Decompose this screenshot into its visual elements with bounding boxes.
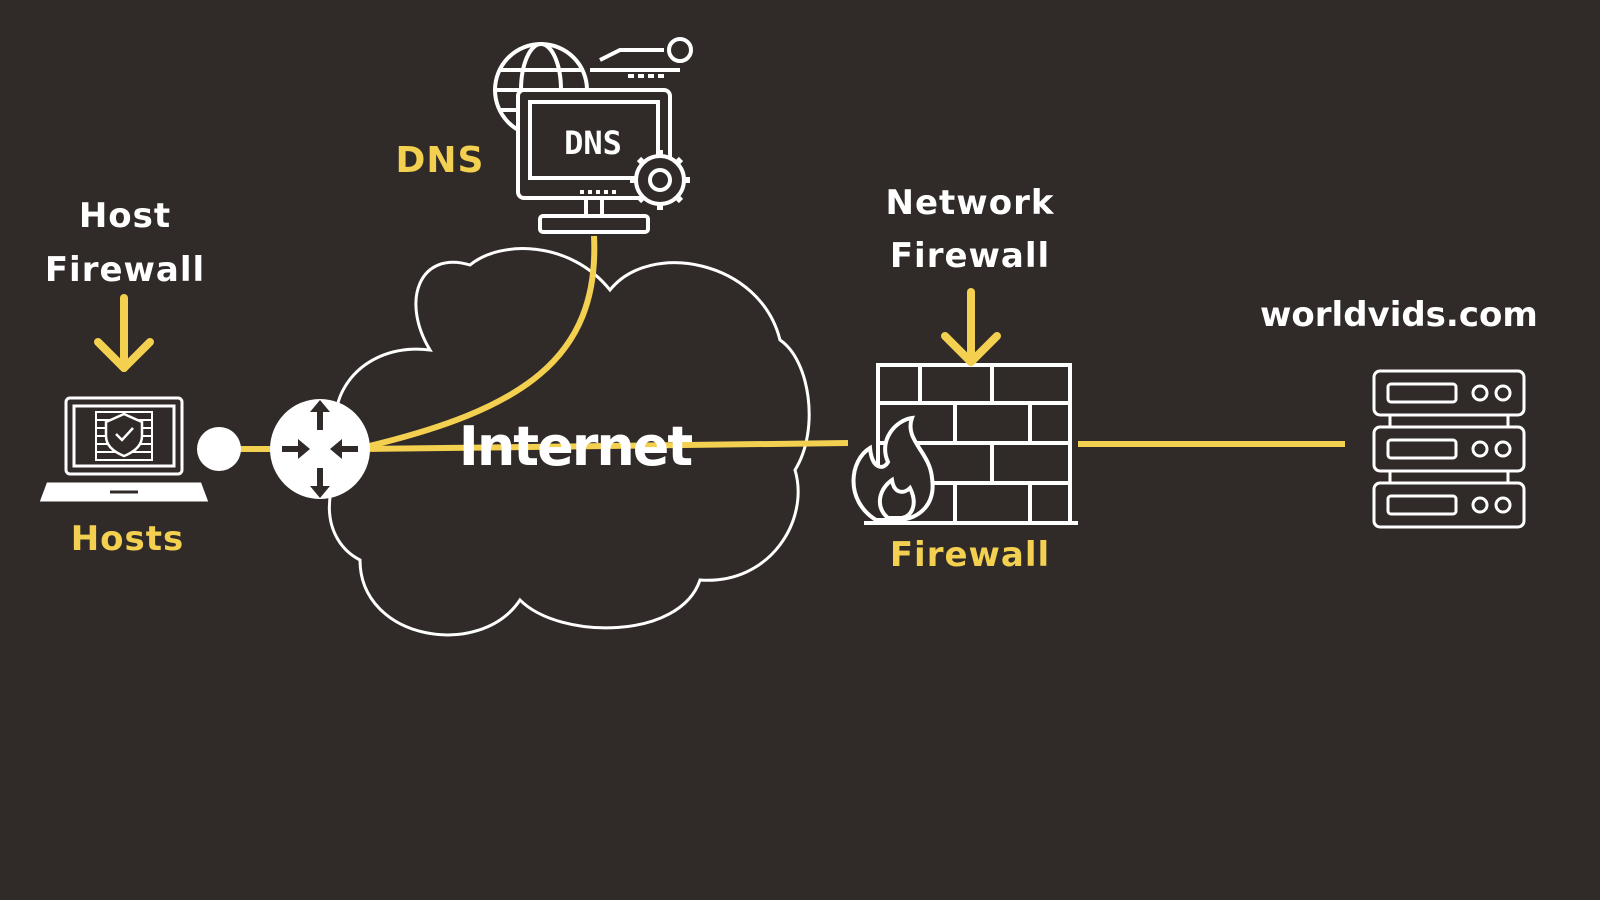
dns-label: DNS (395, 140, 485, 181)
dns-screen-label: DNS (564, 124, 622, 162)
firewall-brick-icon (851, 363, 1078, 525)
arrow-down-icon (941, 288, 1001, 366)
host-firewall-label-line2: Firewall (44, 250, 206, 290)
link-router-firewall (364, 440, 849, 452)
hosts-label: Hosts (70, 519, 185, 559)
firewall-label: Firewall (889, 535, 1051, 575)
laptop-shield-icon (39, 396, 209, 502)
network-firewall-label-line1: Network (885, 183, 1055, 223)
router-icon (270, 399, 370, 499)
domain-label: worldvids.com (1260, 295, 1538, 335)
host-firewall-label-line1: Host (78, 196, 172, 236)
network-firewall-label-line2: Firewall (889, 236, 1051, 276)
cloud-icon (327, 247, 811, 637)
arrow-down-icon (94, 294, 154, 372)
connection-node (197, 427, 241, 471)
internet-label: Internet (459, 415, 693, 478)
server-rack-icon (1372, 369, 1526, 529)
link-router-dns (364, 235, 598, 450)
dns-server-icon (493, 37, 693, 234)
